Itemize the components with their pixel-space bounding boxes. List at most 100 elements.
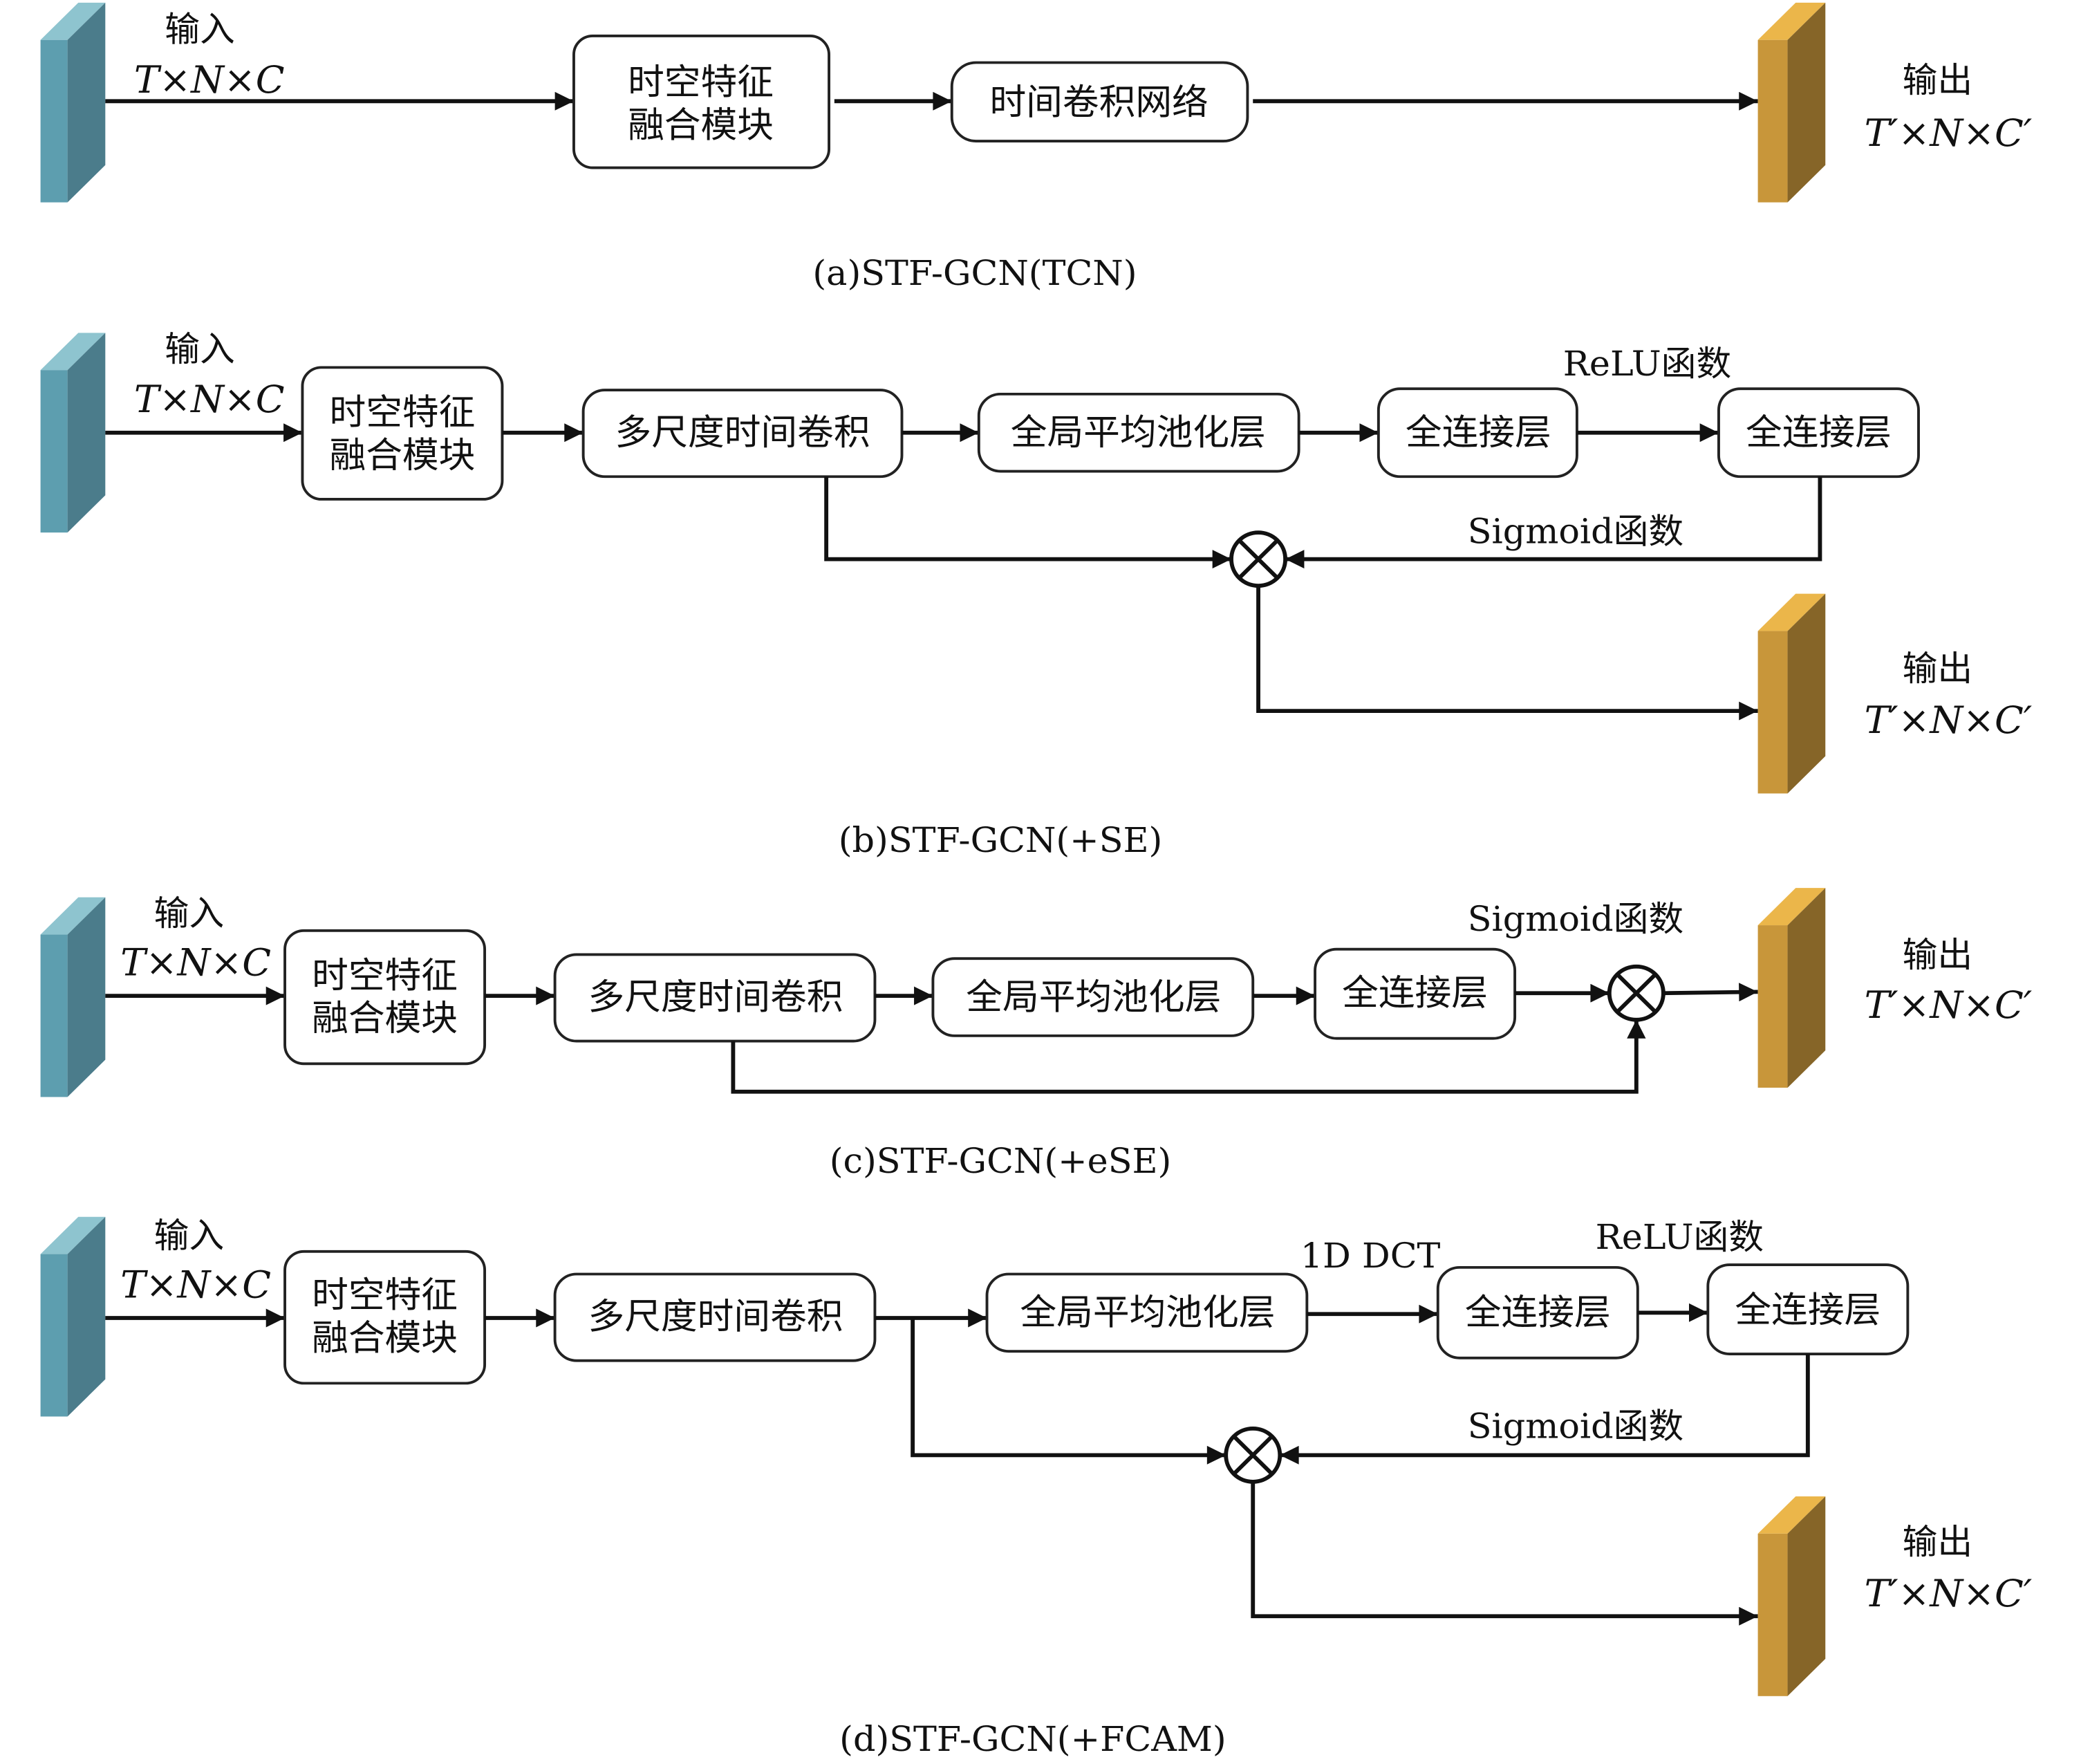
output-shape: T′×N×C′	[1865, 1572, 2033, 1615]
input-block-side	[67, 1216, 106, 1417]
output-block-side	[1787, 1496, 1826, 1696]
fc1-label: 全连接层	[1342, 972, 1488, 1014]
output-block-top	[1757, 593, 1826, 631]
multiply-icon	[1224, 1426, 1282, 1484]
input-block-top	[40, 2, 106, 40]
fusion-module-label-line1: 时空特征	[312, 955, 458, 997]
arrow-multiply-to-output	[1663, 983, 1758, 1002]
input-block-front	[40, 370, 68, 533]
fusion-module-label-line2: 融合模块	[312, 998, 458, 1040]
relu-label: ReLU函数	[1563, 343, 1732, 384]
gap-label: 全局平均池化层	[1011, 411, 1266, 454]
skip-connection	[731, 1019, 1646, 1094]
fc1-label: 全连接层	[1406, 411, 1551, 454]
output-shape: T′×N×C′	[1865, 983, 2033, 1027]
input-label: 输入	[165, 9, 235, 50]
output-shape: T′×N×C′	[1865, 111, 2033, 155]
output-block-front	[1757, 1533, 1788, 1696]
input-label: 输入	[154, 893, 225, 934]
gap-label: 全局平均池化层	[1020, 1292, 1275, 1334]
sigmoid-label: Sigmoid函数	[1468, 898, 1683, 939]
panel-c: 输入 T×N×C 时空特征 融合模块 多尺度时间卷积 全局平均池化层 全连接层 …	[40, 888, 2033, 1182]
gap-label: 全局平均池化层	[966, 976, 1221, 1019]
output-label: 输出	[1903, 59, 1973, 100]
multiscale-conv-node: 多尺度时间卷积	[581, 389, 904, 479]
gap-node: 全局平均池化层	[977, 392, 1300, 473]
caption-c: (c)STF-GCN(+eSE)	[830, 1141, 1172, 1182]
gap-node: 全局平均池化层	[985, 1272, 1309, 1353]
input-block-side	[67, 2, 106, 203]
fusion-module-label-line1: 时空特征	[312, 1274, 458, 1317]
output-tensor-block	[1757, 593, 1826, 794]
multiscale-conv-label: 多尺度时间卷积	[588, 976, 843, 1019]
panel-b: 输入 T×N×C 时空特征 融合模块 多尺度时间卷积 全局平均池化层 全连接层 …	[40, 328, 2032, 861]
fusion-module-box	[572, 35, 830, 169]
tcn-node: 时间卷积网络	[950, 61, 1249, 143]
output-tensor-block	[1757, 888, 1826, 1088]
input-tensor-block	[40, 2, 106, 203]
input-block-front	[40, 934, 68, 1097]
fc2-label: 全连接层	[1746, 411, 1892, 454]
panel-a: 输入 T×N×C 时空特征 融合模块 时间卷积网络 输出 T′×N×C′ (a)…	[40, 2, 2033, 293]
input-shape: T×N×C	[120, 941, 271, 985]
fc1-node: 全连接层	[1436, 1265, 1639, 1359]
output-block-front	[1757, 39, 1788, 203]
gap-node: 全局平均池化层	[931, 957, 1255, 1037]
output-label: 输出	[1903, 934, 1973, 975]
fc2-label: 全连接层	[1735, 1289, 1881, 1331]
multiscale-conv-label: 多尺度时间卷积	[588, 1296, 843, 1338]
output-block-side	[1787, 888, 1826, 1088]
output-block-side	[1787, 593, 1826, 794]
fusion-module-node: 时空特征 融合模块	[283, 1250, 487, 1385]
dct-label: 1D DCT	[1300, 1235, 1441, 1276]
input-block-front	[40, 39, 68, 203]
input-shape: T×N×C	[120, 1263, 271, 1307]
input-tensor-block	[40, 333, 106, 533]
output-block-top	[1757, 2, 1826, 40]
input-block-side	[67, 333, 106, 533]
fusion-module-label-line2: 融合模块	[312, 1317, 458, 1359]
input-shape: T×N×C	[134, 378, 285, 421]
output-block-top	[1757, 1496, 1826, 1534]
input-block-front	[40, 1254, 68, 1417]
panel-d: 输入 T×N×C 时空特征 融合模块 多尺度时间卷积 全局平均池化层 1D DC…	[40, 1215, 2033, 1759]
fusion-module-label-line2: 融合模块	[330, 434, 476, 476]
sigmoid-label: Sigmoid函数	[1468, 1406, 1683, 1447]
fusion-module-label-line2: 融合模块	[628, 104, 774, 147]
relu-label: ReLU函数	[1596, 1216, 1764, 1257]
fc2-node: 全连接层	[1717, 387, 1920, 479]
input-block-top	[40, 1216, 106, 1254]
input-block-side	[67, 897, 106, 1097]
output-tensor-block	[1757, 1496, 1826, 1696]
output-block-side	[1787, 2, 1826, 203]
tcn-label: 时间卷积网络	[989, 82, 1208, 124]
output-block-top	[1757, 888, 1826, 926]
arrow-multiply-to-output	[1251, 1481, 1758, 1626]
fc2-node: 全连接层	[1706, 1263, 1910, 1355]
skip-connection	[911, 1318, 1226, 1465]
fusion-module-label-line1: 时空特征	[628, 62, 774, 104]
fc1-node: 全连接层	[1377, 387, 1578, 479]
input-label: 输入	[165, 328, 235, 369]
input-label: 输入	[154, 1215, 225, 1256]
caption-d: (d)STF-GCN(+FCAM)	[839, 1718, 1226, 1759]
input-block-top	[40, 333, 106, 371]
output-label: 输出	[1903, 648, 1973, 689]
multiply-icon	[1607, 964, 1666, 1022]
output-label: 输出	[1903, 1521, 1973, 1562]
fc1-node: 全连接层	[1314, 947, 1517, 1040]
fusion-module-node: 时空特征 融合模块	[572, 35, 830, 169]
input-shape: T×N×C	[134, 58, 285, 102]
output-tensor-block	[1757, 2, 1826, 203]
caption-b: (b)STF-GCN(+SE)	[839, 820, 1163, 861]
multiscale-conv-label: 多尺度时间卷积	[615, 411, 870, 454]
input-tensor-block	[40, 897, 106, 1097]
input-tensor-block	[40, 1216, 106, 1417]
input-block-top	[40, 897, 106, 935]
sigmoid-label: Sigmoid函数	[1468, 511, 1683, 552]
multiply-icon	[1229, 530, 1288, 588]
output-block-front	[1757, 631, 1788, 794]
arrow-multiply-to-output	[1256, 586, 1758, 721]
caption-a: (a)STF-GCN(TCN)	[812, 252, 1137, 293]
